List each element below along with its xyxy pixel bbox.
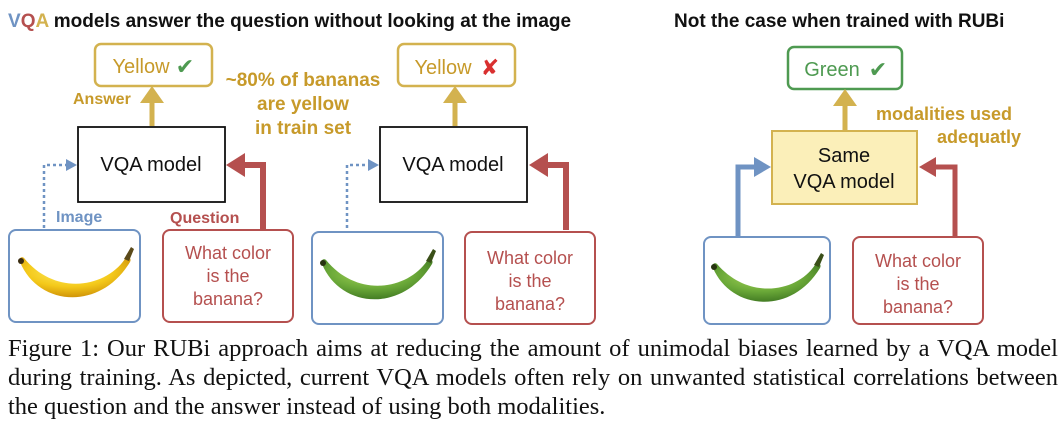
cross-icon: ✘ bbox=[481, 55, 499, 80]
panel-1: Yellow ✔ Answer VQA model Image Question… bbox=[8, 42, 294, 323]
bias-note-line-1: ~80% of bananas bbox=[226, 70, 381, 91]
panel3-answer-arrowhead bbox=[833, 89, 857, 106]
panel1-answer-box bbox=[93, 42, 214, 88]
panel1-question-line-2: is the bbox=[206, 266, 249, 286]
panel3-note-line-1: modalities used bbox=[876, 104, 1012, 124]
check-icon: ✔ bbox=[176, 54, 194, 79]
panel3-image-arrow-line bbox=[735, 164, 756, 236]
panel2-question-arrow-line bbox=[546, 162, 569, 230]
yellow-banana-icon bbox=[18, 247, 134, 298]
panel3-question-line-3: banana? bbox=[883, 297, 953, 317]
panel1-image-arrow-line bbox=[42, 163, 68, 228]
bias-note: ~80% of bananas are yellow in train set bbox=[226, 70, 381, 139]
panel1-model-box bbox=[77, 126, 226, 203]
panel2-question-arrowhead bbox=[529, 153, 548, 177]
panel3-image-arrowhead bbox=[754, 157, 771, 177]
panel2-question-box bbox=[464, 231, 596, 325]
panel2-question-line-3: banana? bbox=[495, 294, 565, 314]
panel2-answer-box bbox=[396, 42, 517, 88]
panel1-question-line-3: banana? bbox=[193, 289, 263, 309]
panel3-question-arrow-line bbox=[934, 164, 958, 236]
panel2-image-box bbox=[311, 231, 444, 325]
panel2-model-box bbox=[379, 126, 528, 203]
green-banana-icon bbox=[711, 253, 824, 302]
bias-note-line-3: in train set bbox=[255, 118, 352, 139]
panel-3: Green ✔ modalities used adequatly Same V… bbox=[703, 45, 1021, 325]
panel3-answer-text: Green bbox=[804, 59, 860, 81]
panel2-model-text: VQA model bbox=[402, 154, 503, 176]
panel1-question-label: Question bbox=[170, 210, 239, 227]
left-title: VQA models answer the question without l… bbox=[8, 11, 571, 32]
panel3-note-line-2: adequatly bbox=[937, 127, 1021, 147]
panel2-image-arrow-line bbox=[345, 163, 370, 228]
panel3-model-line-2: VQA model bbox=[793, 171, 894, 193]
panel2-answer-text: Yellow bbox=[414, 57, 472, 79]
panel1-answer-text: Yellow bbox=[112, 56, 170, 78]
panel1-image-box bbox=[8, 229, 141, 323]
panel3-question-line-1: What color bbox=[875, 251, 961, 271]
panel2-question-line-1: What color bbox=[487, 248, 573, 268]
panel2-answer-arrowhead bbox=[443, 86, 467, 103]
title-letter-a: A bbox=[35, 11, 49, 32]
panel1-model-text: VQA model bbox=[100, 154, 201, 176]
title-letter-v: V bbox=[8, 11, 21, 32]
panel1-answer-label: Answer bbox=[73, 91, 131, 108]
panel1-image-arrowhead bbox=[66, 159, 77, 171]
panel1-image-label: Image bbox=[56, 209, 102, 226]
panel1-question-line-1: What color bbox=[185, 243, 271, 263]
title-rest: models answer the question without looki… bbox=[49, 11, 572, 32]
panel3-image-box bbox=[703, 236, 831, 325]
title-letter-q: Q bbox=[21, 11, 36, 32]
panel3-question-arrowhead bbox=[919, 157, 936, 177]
panel1-answer-arrowhead bbox=[140, 86, 164, 103]
panel3-question-box bbox=[852, 236, 984, 325]
panel1-question-box bbox=[162, 229, 294, 323]
check-icon: ✔ bbox=[869, 57, 887, 82]
bias-note-line-2: are yellow bbox=[257, 94, 349, 115]
panel1-question-arrowhead bbox=[226, 153, 245, 177]
rubi-diagram: VQA models answer the question without l… bbox=[8, 11, 1021, 325]
panel3-model-line-1: Same bbox=[818, 145, 870, 167]
panel3-question-line-2: is the bbox=[896, 274, 939, 294]
panel2-image-arrowhead bbox=[368, 159, 379, 171]
panel2-question-line-2: is the bbox=[508, 271, 551, 291]
right-title: Not the case when trained with RUBi bbox=[674, 11, 1004, 32]
panel1-question-arrow-line bbox=[243, 162, 266, 230]
figure-caption: Figure 1: Our RUBi approach aims at redu… bbox=[8, 335, 1058, 420]
green-banana-icon bbox=[320, 249, 436, 300]
panel3-model-box bbox=[771, 130, 918, 205]
panel-2: Yellow ✘ VQA model What color is the ban… bbox=[311, 42, 596, 325]
